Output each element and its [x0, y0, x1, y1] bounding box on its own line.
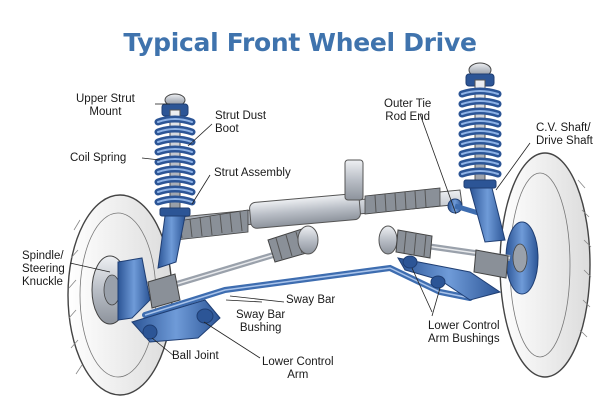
label-cv-shaft-drive-shaft: C.V. Shaft/ Drive Shaft [536, 122, 593, 147]
left-hub [91, 255, 151, 325]
label-strut-dust-boot: Strut Dust Boot [215, 110, 267, 135]
label-strut-assembly: Strut Assembly [214, 167, 291, 179]
steering-rack [169, 159, 496, 241]
label-outer-tie-rod-end: Outer Tie Rod End [384, 98, 432, 123]
right-hub [505, 221, 539, 295]
diagram-title: Typical Front Wheel Drive [123, 28, 477, 57]
label-coil-spring: Coil Spring [70, 152, 127, 164]
cv-shafts [147, 225, 511, 309]
right-strut [458, 62, 506, 243]
ball-joint [142, 324, 158, 340]
label-sway-bar-bushing: Sway Bar Bushing [236, 309, 286, 334]
label-lower-control-arm-bushings: Lower Control Arm Bushings [428, 320, 500, 345]
label-ball-joint: Ball Joint [172, 350, 219, 362]
left-strut [154, 93, 196, 269]
label-sway-bar: Sway Bar [286, 294, 336, 306]
label-spindle-steering-knuckle: Spindle/ Steering Knuckle [22, 250, 65, 288]
label-lower-control-arm: Lower Control Arm [262, 356, 334, 381]
right-tire [499, 152, 592, 378]
leader-lines [69, 103, 531, 359]
right-lower-control-arm [397, 257, 502, 301]
label-upper-strut-mount: Upper Strut Mount [76, 93, 135, 118]
